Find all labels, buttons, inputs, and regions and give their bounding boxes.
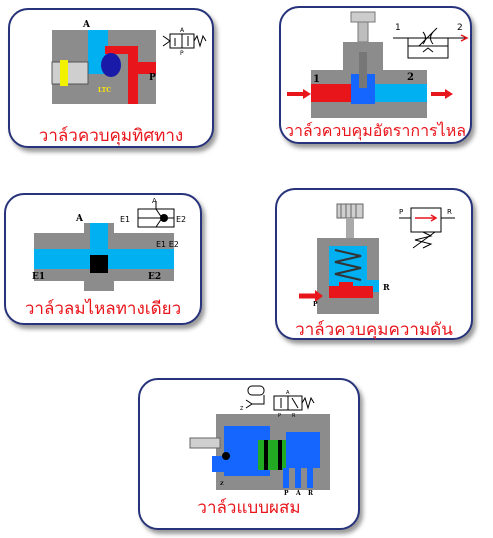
spring xyxy=(334,249,362,281)
symbol-label-a: A xyxy=(180,27,185,34)
stem-collar xyxy=(60,60,68,86)
outlet-arrow xyxy=(445,89,453,99)
label-port-1: 1 xyxy=(313,74,320,85)
needle xyxy=(359,52,367,88)
card-flow-control-valve: 1 2 1 2 วาล์วควบคุมอัตราการไหล xyxy=(279,6,472,144)
label-z: Z xyxy=(220,481,224,487)
inlet-arrow xyxy=(315,290,323,302)
symbol-label-e2: E2 xyxy=(176,215,186,224)
label-r: R xyxy=(383,282,390,292)
symbol-label-1: 1 xyxy=(395,23,401,33)
symbol-label-r: R xyxy=(447,208,452,216)
check-ball xyxy=(90,255,108,273)
pressure-valve-symbol: P R xyxy=(399,207,455,249)
label-port-2: 2 xyxy=(407,72,414,83)
symbol-label-2: 2 xyxy=(457,23,463,33)
caption-flow-control-valve: วาล์วควบคุมอัตราการไหล xyxy=(284,121,467,140)
check-valve-symbol: A E1 E2 E1 E2 xyxy=(120,197,186,249)
inlet-arrow xyxy=(303,89,311,99)
outlet-channel xyxy=(373,84,427,102)
port-a-channel xyxy=(90,223,108,253)
card-check-valve: A E1 E2 A E1 E2 E1 E2 วาล์วลมไหลทางเดียว xyxy=(4,193,202,325)
label-a: A xyxy=(82,20,91,30)
caption-combination-valve: วาล์วแบบผสม xyxy=(197,498,301,518)
valve-stem xyxy=(51,61,89,85)
combination-valve-symbol: Z A P R xyxy=(240,385,315,419)
output-chamber xyxy=(286,432,320,468)
check-valve-diagram: A E1 E2 A E1 E2 E1 E2 xyxy=(32,197,186,291)
adjust-stem xyxy=(357,21,369,43)
check-ball xyxy=(222,452,230,460)
port-z-channel xyxy=(212,456,224,472)
pressure-channel xyxy=(105,46,138,104)
symbol-label-p: P xyxy=(399,208,403,216)
label-e1: E1 xyxy=(32,272,45,282)
adjust-screw xyxy=(346,218,354,240)
caption-pressure-control-valve: วาล์วควบคุมความดัน xyxy=(295,320,453,340)
port-p-channel xyxy=(128,62,156,74)
pressure-control-valve-diagram: R P P R xyxy=(299,203,455,314)
symbol-label-a: A xyxy=(286,390,290,396)
label-e2: E2 xyxy=(148,272,161,282)
label-a: A xyxy=(295,490,301,497)
inlet-channel xyxy=(311,84,353,102)
caption-directional-valve: วาล์วควบคุมทิศทาง xyxy=(38,126,184,146)
label-r: R xyxy=(308,490,314,497)
card-combination-valve: Z P A R Z A P R วาล์วแบบผสม xyxy=(138,378,360,530)
label-ltc: LTC xyxy=(98,87,111,94)
label-a: A xyxy=(75,214,84,224)
symbol-label-e1: E1 xyxy=(120,215,130,224)
label-p: P xyxy=(284,490,289,497)
combination-valve-diagram: Z P A R Z A P R xyxy=(189,385,330,497)
flow-control-valve-diagram: 1 2 1 2 xyxy=(287,11,469,118)
valve-ball xyxy=(101,53,121,77)
symbol-label-p: P xyxy=(278,413,281,419)
card-directional-valve: A P LTC A P วาล์วควบคุมทิศทาง xyxy=(8,8,214,148)
label-p: P xyxy=(149,73,156,83)
symbol-label-e1-e2: E1 E2 xyxy=(156,240,179,249)
flow-control-symbol: 1 2 xyxy=(393,23,469,59)
caption-check-valve: วาล์วลมไหลทางเดียว xyxy=(24,299,182,319)
manual-plunger xyxy=(189,437,221,449)
adjust-knob xyxy=(350,11,376,23)
pressure-channel xyxy=(329,286,373,298)
card-pressure-control-valve: R P P R วาล์วควบคุมความดัน xyxy=(275,188,473,340)
directional-valve-symbol: A P xyxy=(162,27,207,57)
label-p: P xyxy=(313,301,318,308)
symbol-label-a: A xyxy=(152,197,157,205)
symbol-label-z: Z xyxy=(240,406,244,412)
symbol-label-p: P xyxy=(180,50,184,57)
symbol-label-r: R xyxy=(292,413,296,419)
directional-valve-diagram: A P LTC A P xyxy=(51,20,207,104)
